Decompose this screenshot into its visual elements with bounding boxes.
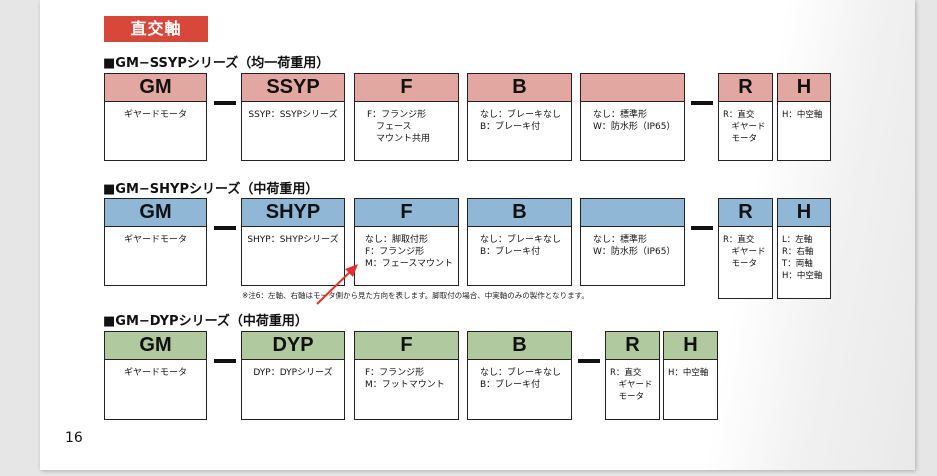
code-cell-orthogonal: R R：直交 ギヤード モータ bbox=[718, 73, 773, 161]
code-cell-protection: なし：標準形 W：防水形（IP65） bbox=[580, 73, 685, 161]
code-description: L：左軸 R：右軸 T：両軸 H：中空軸 bbox=[782, 235, 823, 281]
code-label: GM bbox=[105, 199, 206, 227]
code-label: B bbox=[468, 74, 571, 102]
code-label: GM bbox=[105, 332, 206, 360]
code-cell-gm: GM ギヤードモータ bbox=[104, 73, 207, 161]
code-label: SSYP bbox=[242, 74, 344, 102]
series-title-ssyp: ■GM−SSYPシリーズ（均一荷重用） bbox=[103, 56, 330, 71]
code-description: ギヤードモータ bbox=[123, 110, 187, 120]
code-label: F bbox=[355, 74, 458, 102]
code-description: F：フランジ形 M：フットマウント bbox=[365, 368, 445, 390]
code-label: B bbox=[468, 332, 571, 360]
code-label bbox=[581, 199, 684, 227]
code-description: なし：標準形 W：防水形（IP65） bbox=[593, 235, 676, 257]
code-cell-brake: B なし：ブレーキなし B：ブレーキ付 bbox=[467, 73, 572, 161]
code-cell-gm: GM ギヤードモータ bbox=[104, 198, 207, 286]
footnote: ※注6：左軸、右軸はモータ側から見た方向を表します。脚取付の場合、中実軸のみの製… bbox=[242, 291, 589, 300]
code-label: B bbox=[468, 199, 571, 227]
code-description: SSYP：SSYPシリーズ bbox=[248, 110, 338, 120]
code-description: F：フランジ形 フェース マウント共用 bbox=[367, 110, 431, 144]
code-label: F bbox=[355, 199, 458, 227]
code-description: なし：標準形 W：防水形（IP65） bbox=[593, 110, 676, 132]
code-cell-brake: B なし：ブレーキなし B：ブレーキ付 bbox=[467, 198, 572, 286]
separator-dash bbox=[214, 101, 236, 105]
code-cell-series: SHYP SHYP：SHYPシリーズ bbox=[241, 198, 345, 286]
code-description: なし：脚取付形 F：フランジ形 M：フェースマウント bbox=[365, 235, 454, 269]
code-cell-orthogonal: R R：直交 ギヤード モータ bbox=[605, 331, 660, 420]
series-title-dyp: ■GM−DYPシリーズ（中荷重用） bbox=[103, 314, 308, 329]
section-label: 直交軸 bbox=[104, 16, 208, 42]
code-label: R bbox=[606, 332, 659, 360]
code-label: GM bbox=[105, 74, 206, 102]
code-label: SHYP bbox=[242, 199, 344, 227]
code-description: DYP：DYPシリーズ bbox=[253, 368, 333, 378]
code-description: R：直交 ギヤード モータ bbox=[610, 368, 653, 402]
code-description: H：中空軸 bbox=[782, 110, 823, 120]
code-label: H bbox=[778, 74, 830, 102]
series-title-shyp: ■GM−SHYPシリーズ（中荷重用） bbox=[103, 182, 319, 197]
code-description: H：中空軸 bbox=[668, 368, 709, 378]
code-label bbox=[581, 74, 684, 102]
code-description: SHYP：SHYPシリーズ bbox=[247, 235, 339, 245]
code-cell-protection: なし：標準形 W：防水形（IP65） bbox=[580, 198, 685, 286]
code-description: なし：ブレーキなし B：ブレーキ付 bbox=[480, 368, 562, 390]
code-label: F bbox=[355, 332, 458, 360]
code-label: R bbox=[719, 199, 772, 227]
code-cell-shaft: H H：中空軸 bbox=[663, 331, 718, 420]
separator-dash bbox=[691, 101, 713, 105]
code-cell-gm: GM ギヤードモータ bbox=[104, 331, 207, 420]
code-label: DYP bbox=[242, 332, 344, 360]
code-cell-mount: F F：フランジ形 M：フットマウント bbox=[354, 331, 459, 420]
code-cell-shaft: H L：左軸 R：右軸 T：両軸 H：中空軸 bbox=[777, 198, 831, 299]
code-description: ギヤードモータ bbox=[123, 235, 187, 245]
separator-dash bbox=[691, 226, 713, 230]
code-description: なし：ブレーキなし B：ブレーキ付 bbox=[480, 110, 562, 132]
code-cell-mount: F なし：脚取付形 F：フランジ形 M：フェースマウント bbox=[354, 198, 459, 286]
code-cell-orthogonal: R R：直交 ギヤード モータ bbox=[718, 198, 773, 299]
code-description: ギヤードモータ bbox=[123, 368, 187, 378]
code-cell-brake: B なし：ブレーキなし B：ブレーキ付 bbox=[467, 331, 572, 420]
code-cell-mount: F F：フランジ形 フェース マウント共用 bbox=[354, 73, 459, 161]
code-cell-shaft: H H：中空軸 bbox=[777, 73, 831, 161]
code-label: H bbox=[778, 199, 830, 227]
separator-dash bbox=[578, 359, 600, 363]
code-label: H bbox=[664, 332, 717, 360]
code-description: R：直交 ギヤード モータ bbox=[723, 235, 766, 269]
page-number: 16 bbox=[65, 430, 83, 446]
code-description: なし：ブレーキなし B：ブレーキ付 bbox=[480, 235, 562, 257]
code-cell-series: SSYP SSYP：SSYPシリーズ bbox=[241, 73, 345, 161]
code-description: R：直交 ギヤード モータ bbox=[723, 110, 766, 144]
separator-dash bbox=[214, 226, 236, 230]
code-cell-series: DYP DYP：DYPシリーズ bbox=[241, 331, 345, 420]
separator-dash bbox=[214, 359, 236, 363]
code-label: R bbox=[719, 74, 772, 102]
